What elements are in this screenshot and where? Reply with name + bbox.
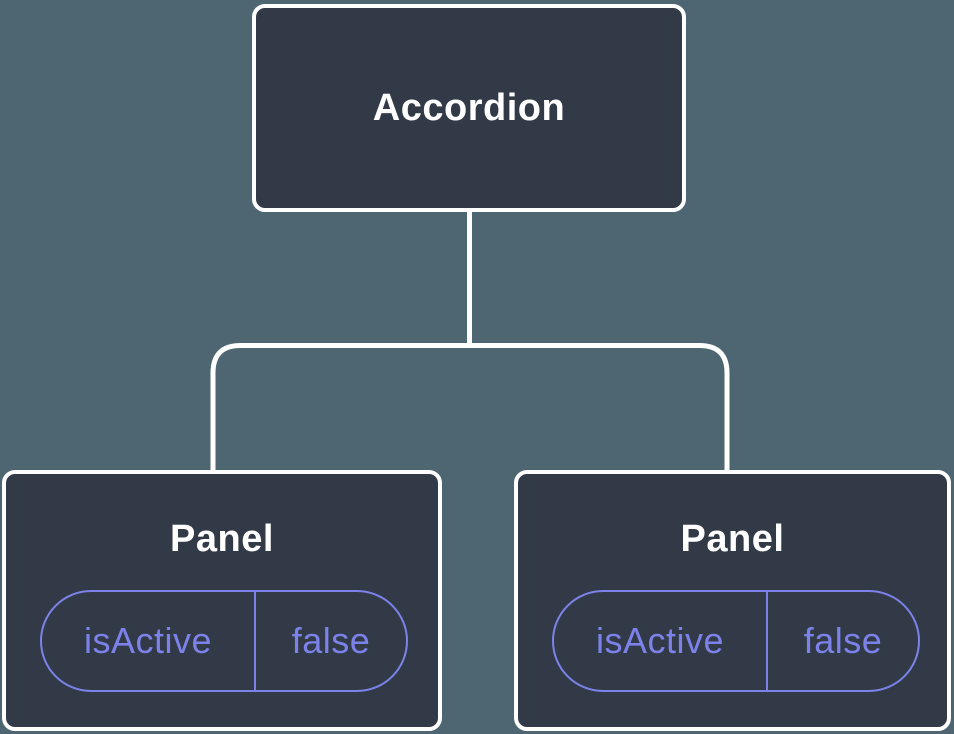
accordion-label: Accordion: [372, 86, 566, 129]
connector-branch: [210, 343, 730, 472]
node-accordion: Accordion: [252, 4, 686, 212]
state-pill-right: isActive false: [552, 590, 920, 692]
state-value-label: false: [291, 620, 371, 661]
node-panel-left: Panel isActive false: [2, 470, 442, 731]
state-name-label: isActive: [554, 592, 768, 690]
state-value-label: false: [803, 620, 883, 661]
state-pill-left: isActive false: [40, 590, 408, 692]
node-panel-right: Panel isActive false: [514, 470, 951, 731]
state-name-label: isActive: [42, 592, 256, 690]
panel-left-label: Panel: [170, 518, 274, 560]
panel-right-label: Panel: [680, 518, 785, 560]
